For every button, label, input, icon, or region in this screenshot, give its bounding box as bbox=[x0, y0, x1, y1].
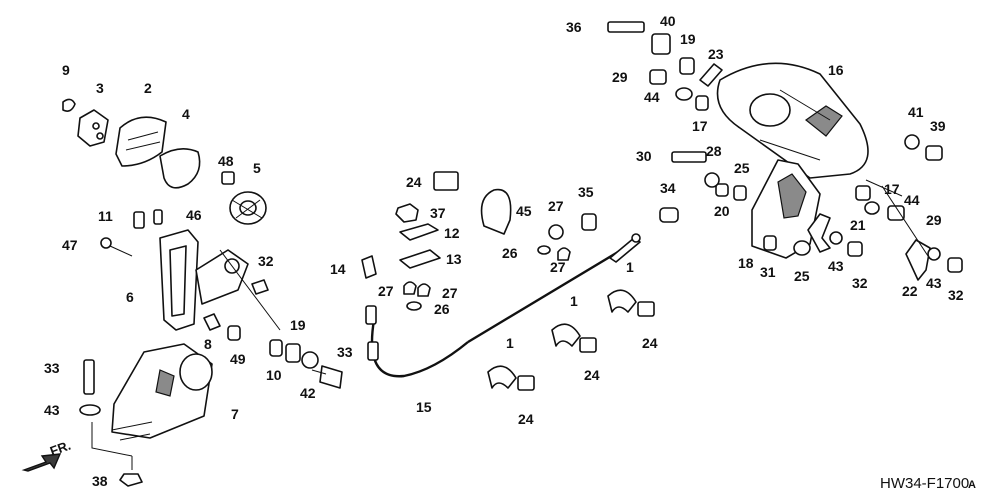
callout-30: 30 bbox=[636, 148, 652, 164]
callout-39: 39 bbox=[930, 118, 946, 134]
upper-left-covers bbox=[62, 98, 201, 189]
callout-40: 40 bbox=[660, 13, 676, 29]
callout-47: 47 bbox=[62, 237, 78, 253]
callout-28: 28 bbox=[706, 143, 722, 159]
callout-27-d: 27 bbox=[550, 259, 566, 275]
callout-23: 23 bbox=[708, 46, 724, 62]
engine-cover-assembly bbox=[607, 21, 963, 281]
callout-8: 8 bbox=[204, 336, 212, 352]
callout-31: 31 bbox=[760, 264, 776, 280]
callout-37: 37 bbox=[430, 205, 446, 221]
callout-19-right: 19 bbox=[680, 31, 696, 47]
callout-41: 41 bbox=[908, 104, 924, 120]
callout-22: 22 bbox=[902, 283, 918, 299]
callout-27-a: 27 bbox=[378, 283, 394, 299]
callout-27-c: 27 bbox=[548, 198, 564, 214]
callout-7: 7 bbox=[231, 406, 239, 422]
callout-43-center: 43 bbox=[828, 258, 844, 274]
direction-arrow-label: FR. bbox=[48, 438, 73, 459]
callout-12: 12 bbox=[444, 225, 460, 241]
callout-25-bottom: 25 bbox=[794, 268, 810, 284]
callout-43-left: 43 bbox=[44, 402, 60, 418]
callout-48: 48 bbox=[218, 153, 234, 169]
callout-1-a: 1 bbox=[626, 259, 634, 275]
callout-1-b: 1 bbox=[570, 293, 578, 309]
callout-43-right: 43 bbox=[926, 275, 942, 291]
callout-33-right: 33 bbox=[337, 344, 353, 360]
callout-24-c: 24 bbox=[518, 411, 534, 427]
callout-9: 9 bbox=[62, 62, 70, 78]
callout-4: 4 bbox=[182, 106, 190, 122]
callout-15: 15 bbox=[416, 399, 432, 415]
drawing-code-suffix: A bbox=[968, 479, 976, 491]
callout-24-top: 24 bbox=[406, 174, 422, 190]
callout-42: 42 bbox=[300, 385, 316, 401]
callout-27-b: 27 bbox=[442, 285, 458, 301]
callout-19-left: 19 bbox=[290, 317, 306, 333]
callout-49: 49 bbox=[230, 351, 246, 367]
throttle-cable-assembly bbox=[361, 171, 679, 391]
callout-46: 46 bbox=[186, 207, 202, 223]
callout-20: 20 bbox=[714, 203, 730, 219]
callout-24-b: 24 bbox=[584, 367, 600, 383]
callout-14: 14 bbox=[330, 261, 346, 277]
callout-3: 3 bbox=[96, 80, 104, 96]
callout-29-top: 29 bbox=[612, 69, 628, 85]
drawing-code-block: HW34-F1700 A bbox=[880, 475, 976, 492]
shift-lever-assembly bbox=[100, 171, 343, 389]
callout-6: 6 bbox=[126, 289, 134, 305]
callout-numbers: 9 3 2 4 48 5 11 46 47 6 32 8 49 10 19 42… bbox=[44, 13, 964, 489]
callout-26-b: 26 bbox=[502, 245, 518, 261]
callout-32-center: 32 bbox=[852, 275, 868, 291]
callout-5: 5 bbox=[253, 160, 261, 176]
callout-33-left: 33 bbox=[44, 360, 60, 376]
callout-36: 36 bbox=[566, 19, 582, 35]
callout-16: 16 bbox=[828, 62, 844, 78]
callout-13: 13 bbox=[446, 251, 462, 267]
callout-34: 34 bbox=[660, 180, 676, 196]
drawing-code: HW34-F1700 bbox=[880, 475, 969, 492]
callout-29-right: 29 bbox=[926, 212, 942, 228]
callout-2: 2 bbox=[144, 80, 152, 96]
callout-26-a: 26 bbox=[434, 301, 450, 317]
callout-45: 45 bbox=[516, 203, 532, 219]
callout-17-top: 17 bbox=[692, 118, 708, 134]
callout-18: 18 bbox=[738, 255, 754, 271]
callout-11: 11 bbox=[98, 208, 113, 224]
callout-25-top: 25 bbox=[734, 160, 750, 176]
callout-1-c: 1 bbox=[506, 335, 514, 351]
callout-35: 35 bbox=[578, 184, 594, 200]
callout-17-right: 17 bbox=[884, 181, 900, 197]
callout-38: 38 bbox=[92, 473, 108, 489]
callout-21: 21 bbox=[850, 217, 866, 233]
callout-44-right: 44 bbox=[904, 192, 920, 208]
callout-32-left: 32 bbox=[258, 253, 274, 269]
mount-bracket-assembly bbox=[79, 343, 213, 487]
callout-44-top: 44 bbox=[644, 89, 660, 105]
front-direction-arrow: FR. bbox=[21, 438, 73, 472]
callout-10: 10 bbox=[266, 367, 282, 383]
callout-24-a: 24 bbox=[642, 335, 658, 351]
callout-32-right: 32 bbox=[948, 287, 964, 303]
